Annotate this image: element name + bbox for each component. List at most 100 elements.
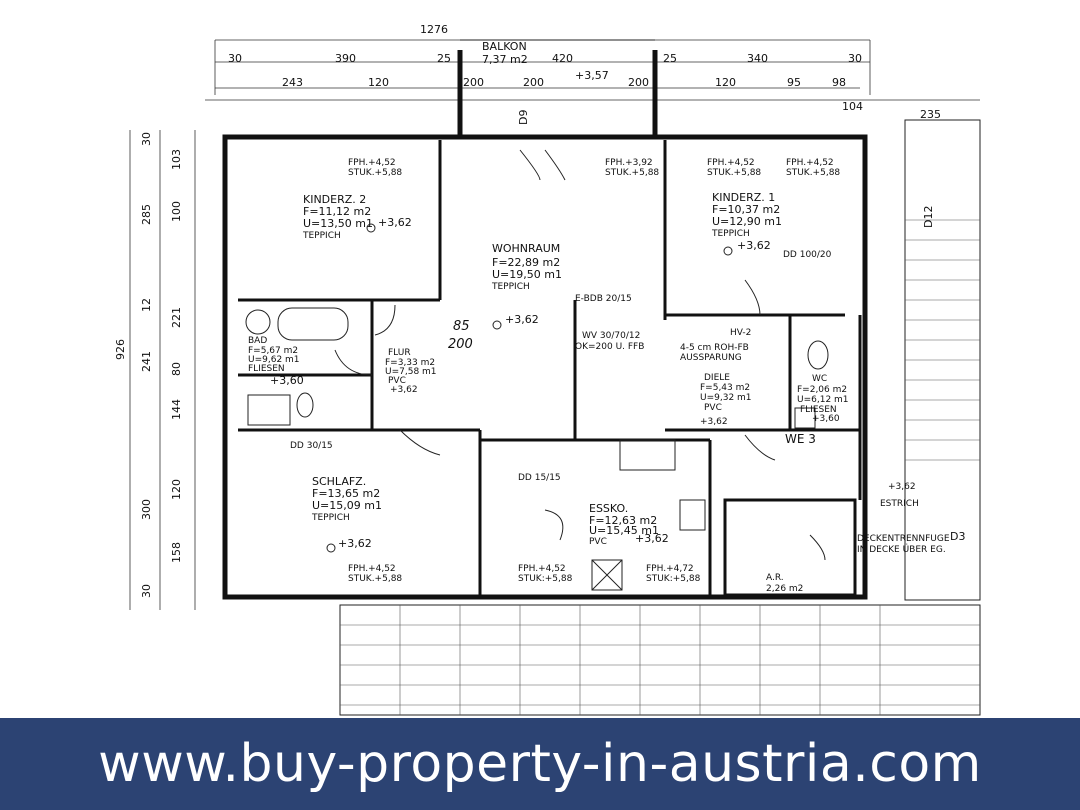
top-dimensions: 1276 30 390 25 420 25 340 30 243 120 200…	[228, 23, 941, 121]
left-dimensions: 30 103 285 100 12 221 926 241 80 144 300…	[114, 132, 183, 598]
outer-walls	[222, 39, 868, 600]
dim-top: 30	[228, 52, 242, 65]
room-name: ESSKO.	[589, 502, 628, 515]
bathroom-fixtures	[245, 307, 829, 591]
dim-top: 30	[848, 52, 862, 65]
dim-left: 926	[114, 339, 127, 360]
room-floor: PVC	[704, 403, 722, 413]
stuk-label: STUK.+5,88	[348, 168, 402, 178]
dim-left: 12	[140, 298, 153, 312]
dim-top: 243	[282, 76, 303, 89]
room-kinderz-1: FPH.+4,52 STUK.+5,88 FPH.+4,52 STUK.+5,8…	[707, 158, 840, 260]
dim-left: 30	[140, 132, 153, 146]
dim-top: 95	[787, 76, 801, 89]
room-u: U=13,50 m1	[303, 217, 373, 230]
room-essko: DD 15/15 ESSKO. F=12,63 m2 U=15,45 m1 PV…	[518, 473, 701, 584]
room-u: U=9,62 m1	[248, 355, 300, 365]
room-name: FLUR	[388, 348, 411, 358]
room-name: KINDERZ. 1	[712, 191, 775, 204]
fph-label: FPH.+4,52	[707, 158, 755, 168]
room-name: SCHLAFZ.	[312, 475, 366, 488]
note-estrich: ESTRICH	[880, 499, 919, 509]
room-ar: A.R. 2,26 m2	[766, 573, 803, 594]
note-decke-eg: IN DECKE ÜBER EG.	[857, 544, 946, 555]
room-name: BAD	[248, 336, 267, 346]
dim-left: 103	[170, 149, 183, 170]
dim-left: 120	[170, 479, 183, 500]
fph-label: FPH.+4,72	[646, 564, 694, 574]
dim-top: 25	[663, 52, 677, 65]
fph-label: FPH.+4,52	[786, 158, 834, 168]
room-floor: TEPPICH	[311, 513, 350, 523]
room-area: 7,37 m2	[482, 53, 528, 66]
stuk-label: STUK.+5,88	[786, 168, 840, 178]
dim-top: 200	[463, 76, 484, 89]
room-schlafz: DD 30/15 SCHLAFZ. F=13,65 m2 U=15,09 m1 …	[290, 441, 402, 584]
note-ok: OK=200 U. FFB	[575, 342, 644, 352]
dim-left: 144	[170, 399, 183, 420]
dim-left: 241	[140, 351, 153, 372]
fph-label: FPH.+4,52	[518, 564, 566, 574]
dim-top: 200	[523, 76, 544, 89]
dim-top: 340	[747, 52, 768, 65]
room-f: F=11,12 m2	[303, 205, 371, 218]
terrace-hatch	[339, 604, 981, 716]
level-mark: +3,62	[737, 239, 771, 252]
level-mark: +3,62	[338, 537, 372, 550]
note-dd100: DD 100/20	[783, 250, 832, 260]
door-swings	[334, 149, 826, 561]
dim-top: 98	[832, 76, 846, 89]
handwritten-note: 85	[453, 319, 470, 334]
room-bad: BAD F=5,67 m2 U=9,62 m1 FLIESEN +3,60	[248, 336, 304, 387]
door-label: D12	[922, 206, 935, 228]
room-floor: TEPPICH	[711, 229, 750, 239]
dim-top: 235	[920, 108, 941, 121]
unit-we3: WE 3	[785, 432, 816, 446]
dim-left: 100	[170, 201, 183, 222]
unit-label: WE 3 +3,62 ESTRICH DECKENTRENNFUGE IN DE…	[785, 206, 965, 555]
dim-top: 390	[335, 52, 356, 65]
dim-left: 285	[140, 204, 153, 225]
room-kinderz-2: FPH.+4,52 STUK.+5,88 KINDERZ. 2 F=11,12 …	[302, 158, 412, 241]
dim-left: 30	[140, 584, 153, 598]
room-name: KINDERZ. 2	[303, 193, 366, 206]
room-flur: FLUR F=3,33 m2 U=7,58 m1 PVC +3,62	[385, 348, 437, 395]
level-mark: +3,60	[812, 414, 840, 424]
room-name: WC	[812, 374, 827, 384]
stuk-label: STUK.+5,88	[707, 168, 761, 178]
dim-top: 120	[368, 76, 389, 89]
note-ebdb: E-BDB 20/15	[575, 294, 632, 304]
floor-plan: 1276 30 390 25 420 25 340 30 243 120 200…	[114, 23, 981, 716]
room-f: F=13,65 m2	[312, 487, 380, 500]
level-mark: +3,57	[575, 69, 609, 82]
level-mark: +3,62	[635, 532, 669, 545]
level-mark: +3,62	[888, 482, 916, 492]
room-u: U=15,09 m1	[312, 499, 382, 512]
stuk-label: STUK:+5,88	[518, 574, 573, 584]
note-deckentrennfuge: DECKENTRENNFUGE	[857, 534, 950, 544]
room-u: U=7,58 m1	[385, 367, 437, 377]
door-label: D3	[950, 530, 965, 543]
room-f: F=2,06 m2	[797, 385, 847, 395]
level-mark: +3,62	[700, 417, 728, 427]
website-url[interactable]: www.buy-property-in-austria.com	[98, 734, 982, 794]
room-u: U=9,32 m1	[700, 393, 752, 403]
room-wc: WC F=2,06 m2 U=6,12 m1 FLIESEN +3,60	[797, 374, 849, 424]
level-mark: +3,60	[270, 374, 304, 387]
note-roh: 4-5 cm ROH-FB	[680, 343, 749, 353]
note-aussparung: AUSSPARUNG	[680, 353, 742, 363]
room-f: F=10,37 m2	[712, 203, 780, 216]
room-name: DIELE	[704, 373, 730, 383]
level-mark: +3,62	[505, 313, 539, 326]
room-u: U=19,50 m1	[492, 268, 562, 281]
dim-top-total: 1276	[420, 23, 448, 36]
room-floor: FLIESEN	[800, 405, 837, 415]
fph-label: FPH.+4,52	[348, 564, 396, 574]
note-dd30: DD 30/15	[290, 441, 333, 451]
fph-label: FPH.+4,52	[348, 158, 396, 168]
dim-left: 221	[170, 307, 183, 328]
staircase	[904, 119, 981, 601]
room-u: U=6,12 m1	[797, 395, 849, 405]
note-hv: HV-2	[730, 328, 751, 338]
note-dd15: DD 15/15	[518, 473, 561, 483]
